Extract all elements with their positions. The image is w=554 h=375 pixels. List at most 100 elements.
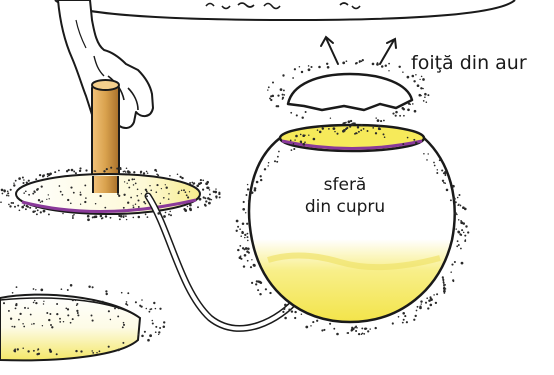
charge-dot [219,196,220,197]
charge-dot [460,234,462,236]
charge-dot [133,184,135,186]
charge-dot [239,228,241,230]
charge-dot [54,171,56,173]
charge-dot [330,118,331,119]
charge-dot [388,70,389,71]
charge-dot [313,138,316,141]
charge-dot [124,170,126,172]
charge-dot [76,310,78,312]
charge-dot [185,191,187,193]
charge-dot [35,302,37,304]
charge-dot [412,75,415,78]
charge-dot [124,181,125,182]
charge-dot [145,189,147,191]
charge-dot [204,197,206,199]
charge-dot [426,297,428,299]
charge-dot [23,179,25,181]
charge-dot [267,165,269,167]
charge-dot [99,350,101,352]
charge-dot [72,217,74,219]
charge-dot [46,312,48,314]
charge-dot [39,174,41,176]
charge-dot [152,322,154,324]
charge-dot [118,307,120,309]
charge-dot [443,280,445,282]
charge-dot [453,280,455,282]
charge-dot [283,308,285,310]
charge-dot [108,346,110,348]
charge-dot [256,181,259,184]
charge-dot [293,148,295,150]
charge-dot [292,77,294,79]
charge-dot [155,326,157,328]
charge-dot [383,133,385,135]
charge-dot [402,322,404,324]
charge-dot [413,139,415,141]
charge-dot [350,120,352,122]
charge-dot [15,307,17,309]
charge-dot [138,206,140,208]
charge-dot [147,216,149,218]
charge-dot [47,176,49,178]
charge-dot [361,333,363,335]
charge-dot [433,162,435,164]
charge-dot [10,318,12,320]
charge-dot [218,193,220,195]
charge-dot [304,141,306,143]
charge-dot [150,189,152,191]
charge-dot [348,120,351,123]
charge-dot [318,66,321,69]
charge-dot [27,350,29,352]
charge-dot [269,97,271,99]
charge-dot [257,280,260,283]
charge-dot [128,187,130,189]
charge-dot [363,333,365,335]
charge-dot [141,335,144,338]
charge-dot [457,197,459,199]
charge-dot [423,100,425,102]
charge-dot [415,142,418,145]
charge-dot [450,271,452,273]
charge-dot [71,169,74,172]
charge-dot [27,307,29,309]
charge-dot [159,308,161,310]
charge-dot [116,168,118,170]
charge-dot [110,319,111,320]
charge-dot [342,62,345,65]
charge-dot [13,349,16,352]
charge-dot [35,289,36,290]
charge-dot [17,205,19,207]
charge-dot [59,185,61,187]
charge-dot [377,119,380,122]
charge-dot [442,180,444,182]
charge-dot [117,193,119,195]
charge-dot [126,168,128,170]
charge-dot [245,247,248,250]
charge-dot [403,319,405,321]
charge-dot [48,173,51,176]
charge-dot [424,93,427,96]
charge-dot [93,216,96,219]
charge-dot [209,193,211,195]
charge-dot [48,319,50,321]
charge-dot [84,184,86,186]
charge-dot [445,174,447,176]
charge-dot [72,318,74,320]
charge-dot [457,231,460,234]
charge-dot [247,188,249,190]
charge-dot [265,288,267,290]
charge-dot [14,206,16,208]
charge-dot [407,108,410,111]
charge-dot [254,189,257,192]
charge-dot [424,96,426,98]
charge-dot [41,200,43,202]
charge-dot [30,314,32,316]
charge-dot [406,321,408,323]
charge-dot [123,324,125,326]
charge-dot [121,292,123,294]
charge-dot [277,95,279,97]
charged-disc-icon [16,174,200,214]
charge-dot [240,255,242,257]
charge-dot [127,183,128,184]
charge-dot [158,334,159,335]
